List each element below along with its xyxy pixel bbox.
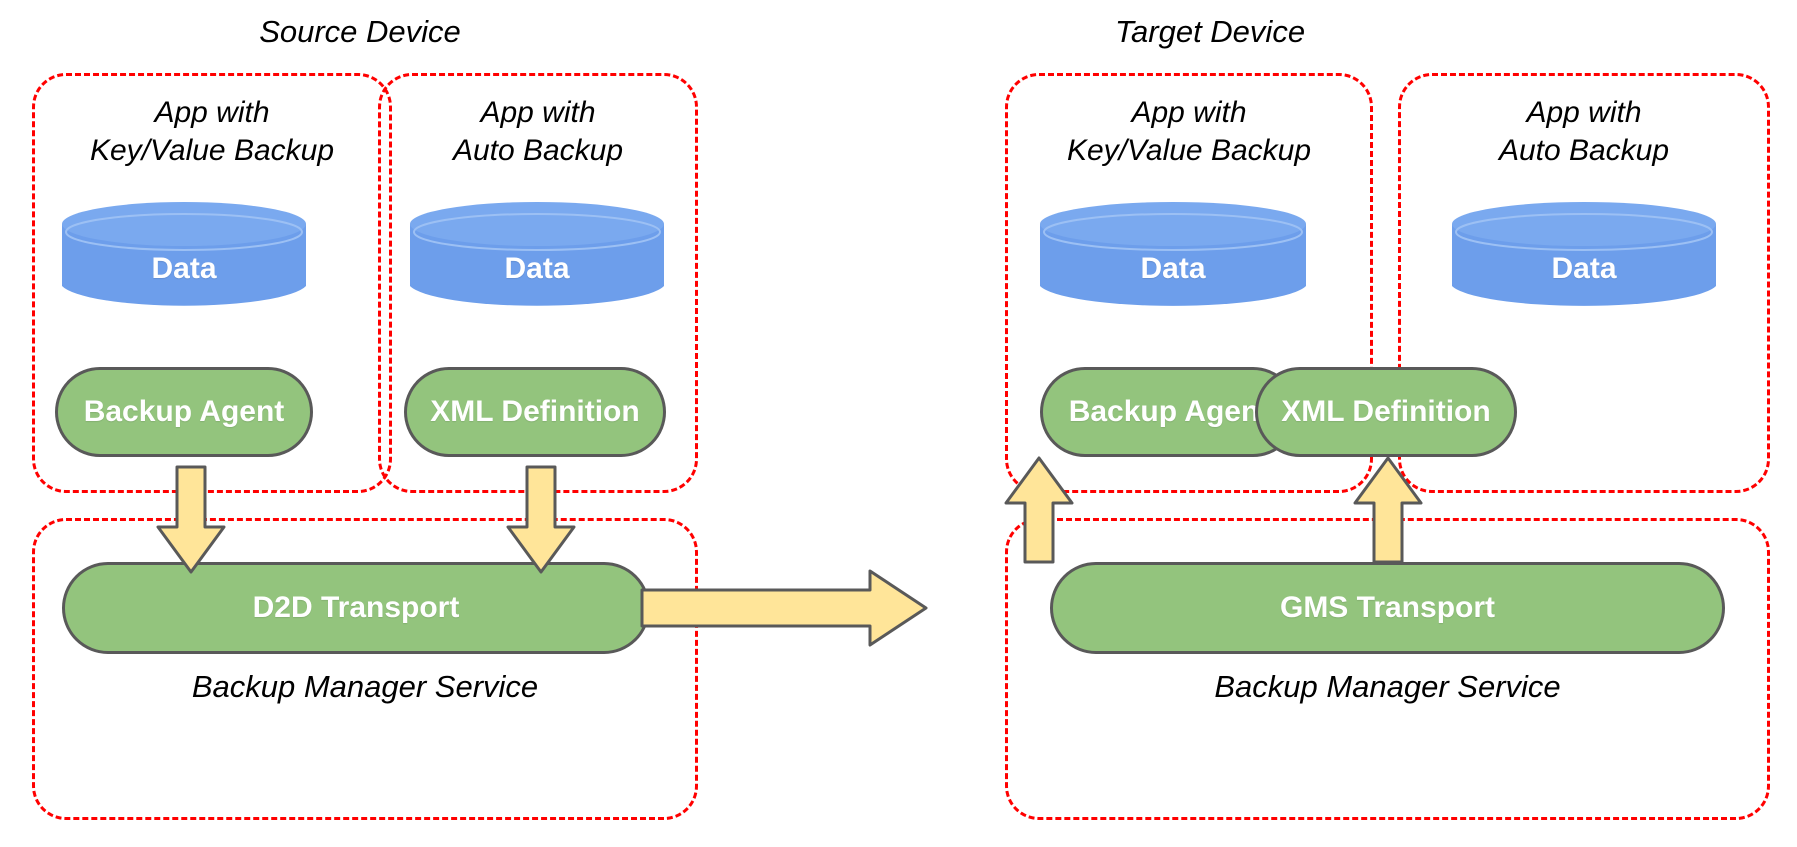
target-app-kv-data-cylinder: Data bbox=[1038, 200, 1308, 310]
target-backup-manager-service-label: Backup Manager Service bbox=[1214, 669, 1561, 704]
source-backup-manager-service-boundary bbox=[32, 518, 698, 820]
source-app-kv-component[interactable]: Backup Agent bbox=[55, 367, 313, 457]
d2d-transport-box[interactable]: D2D Transport bbox=[62, 562, 650, 654]
source-app-auto-data-text: Data bbox=[504, 252, 570, 285]
source-app-auto-component[interactable]: XML Definition bbox=[404, 367, 666, 457]
target-app-kv-boundary bbox=[1005, 73, 1373, 493]
source-app-kv-boundary bbox=[32, 73, 392, 493]
source-backup-manager-service-label: Backup Manager Service bbox=[191, 669, 539, 704]
source-app-kv-data-cylinder: Data bbox=[60, 200, 308, 310]
target-app-auto-data-cylinder: Data bbox=[1450, 200, 1718, 310]
source-app-kv-label: App with Key/Value Backup bbox=[89, 96, 335, 167]
target-app-auto-boundary bbox=[1398, 73, 1770, 493]
arrow-source-xml-to-d2d bbox=[505, 465, 577, 575]
arrow-gms-to-target-kv bbox=[1003, 455, 1075, 565]
source-app-kv-data-text: Data bbox=[151, 252, 217, 285]
gms-transport-box[interactable]: GMS Transport bbox=[1050, 562, 1725, 654]
target-device-title: Target Device bbox=[1114, 14, 1306, 49]
source-device-title: Source Device bbox=[259, 14, 461, 49]
target-app-auto-data-text: Data bbox=[1551, 252, 1617, 285]
target-app-auto-label: App with Auto Backup bbox=[1498, 96, 1670, 167]
target-app-kv-data-text: Data bbox=[1140, 252, 1206, 285]
source-app-auto-label: App with Auto Backup bbox=[452, 96, 624, 167]
target-app-auto-component[interactable]: XML Definition bbox=[1255, 367, 1517, 457]
arrow-d2d-to-gms bbox=[640, 568, 930, 648]
source-app-auto-data-cylinder: Data bbox=[408, 200, 666, 310]
arrow-source-kv-to-d2d bbox=[155, 465, 227, 575]
arrow-gms-to-target-xml bbox=[1352, 455, 1424, 565]
target-app-kv-label: App with Key/Value Backup bbox=[1066, 96, 1312, 167]
